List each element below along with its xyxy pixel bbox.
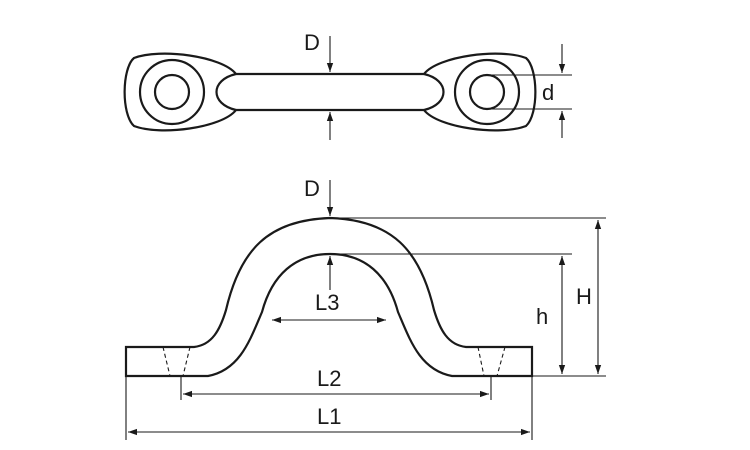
side-view: D H h L3 L2 L1 [124, 176, 606, 440]
top-view: D d [123, 30, 572, 140]
left-hole [153, 73, 191, 111]
L1-label: L1 [317, 404, 341, 429]
left-countersink-line-b [182, 346, 191, 377]
right-countersink-line-a [477, 346, 485, 377]
left-lug-notch [215, 72, 237, 112]
top-D-label: D [304, 30, 320, 55]
right-lug-outline [423, 52, 537, 132]
right-countersink-line-b [496, 346, 506, 377]
left-countersink-line-a [162, 346, 171, 377]
right-hole [468, 73, 506, 111]
right-lug-notch [423, 72, 445, 112]
left-countersink [138, 58, 206, 126]
right-countersink [453, 58, 521, 126]
side-D-label: D [304, 176, 320, 201]
d-label: d [542, 80, 554, 105]
left-lug-outline [123, 52, 237, 132]
H-label: H [576, 284, 592, 309]
h-label: h [536, 304, 548, 329]
L3-label: L3 [315, 290, 339, 315]
L2-label: L2 [317, 366, 341, 391]
